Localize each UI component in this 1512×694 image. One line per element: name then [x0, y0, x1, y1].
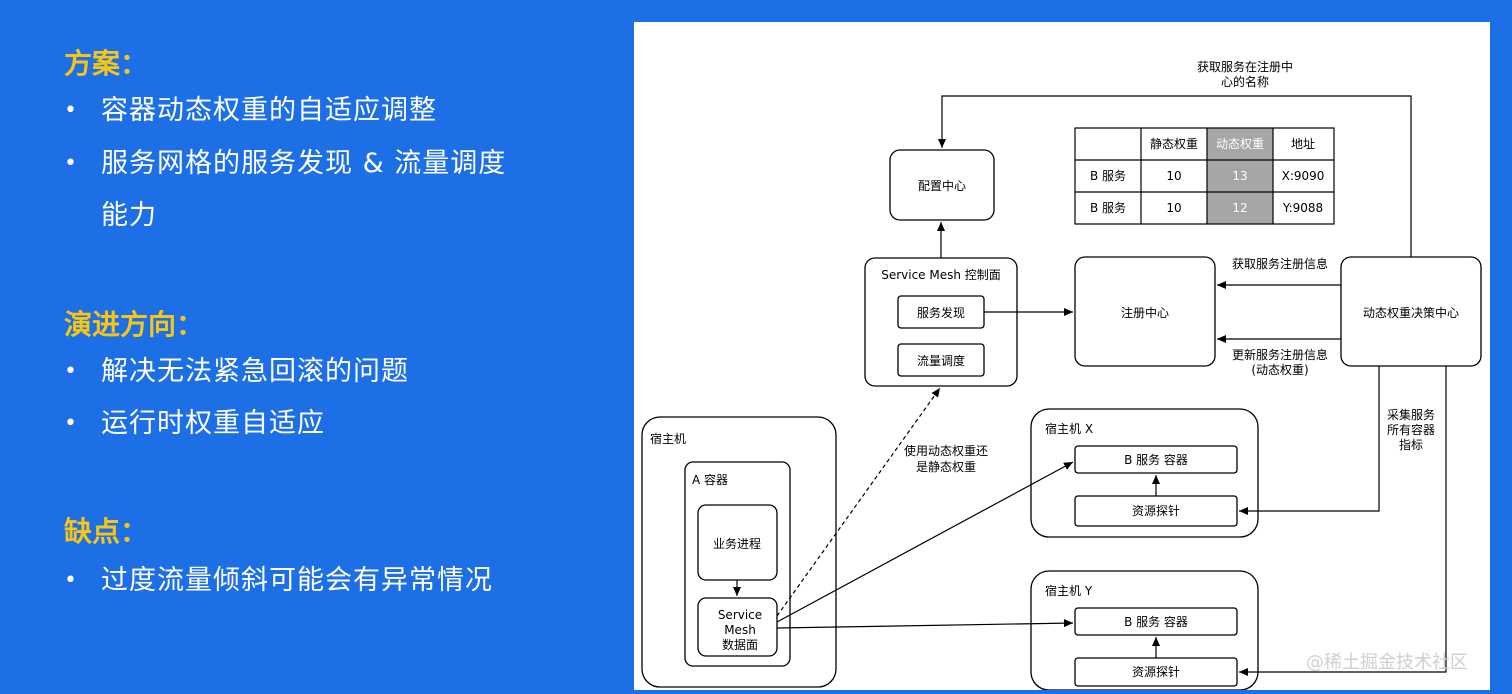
config-center-label: 配置中心	[918, 178, 966, 193]
host-a-title: 宿主机	[650, 431, 686, 446]
config-center-box	[889, 149, 995, 221]
registry-center-box	[1074, 256, 1216, 367]
table-header: 动态权重	[1216, 137, 1264, 151]
data-plane-label: Mesh	[724, 623, 756, 637]
data-plane-box	[697, 597, 778, 657]
business-process-label: 业务进程	[713, 536, 761, 551]
host-x-probe-label: 资源探针	[1132, 503, 1180, 518]
architecture-diagram-panel: 配置中心 Service Mesh 控制面 服务发现 流量调度 注册中心 动态权…	[634, 22, 1490, 691]
table-cell: B 服务	[1090, 200, 1126, 215]
arrow-dataplane-to-y	[776, 619, 1074, 629]
heading-evolution: 演进方向：	[64, 308, 205, 341]
arrow-collect-y	[1239, 366, 1447, 676]
table-cell: 12	[1232, 201, 1247, 215]
label-use-weight: 使用动态权重还	[904, 443, 988, 458]
left-text-panel: 方案： • 容器动态权重的自适应调整 • 服务网格的服务发现 & 流量调度能力 …	[0, 0, 620, 690]
label-collect: 采集服务	[1387, 407, 1435, 422]
host-x-service-label: B 服务 容器	[1124, 452, 1188, 467]
table-cell: 10	[1166, 201, 1181, 215]
control-plane-title: Service Mesh 控制面	[881, 268, 1001, 282]
traffic-scheduling-box	[897, 343, 985, 377]
arrow-dataplane-to-x	[776, 461, 1074, 623]
table-header: 地址	[1291, 137, 1315, 151]
table-header: 静态权重	[1150, 137, 1198, 151]
watermark: @稀土掘金技术社区	[1306, 652, 1468, 673]
arrow-dataplane-to-control	[776, 387, 941, 617]
table-cell: Y:9088	[1282, 201, 1323, 215]
arrow-collect-x	[1239, 366, 1380, 515]
data-plane-label: 数据面	[722, 637, 758, 652]
label-update-registry: 更新服务注册信息	[1232, 347, 1328, 362]
container-a-title: A 容器	[692, 472, 728, 487]
decision-center-label: 动态权重决策中心	[1363, 305, 1459, 320]
heading-plan: 方案：	[64, 47, 149, 80]
host-y-probe-label: 资源探针	[1132, 664, 1180, 679]
label-get-name: 心的名称	[1221, 74, 1269, 89]
table-cell: X:9090	[1282, 169, 1325, 183]
table-cell: 10	[1166, 169, 1181, 183]
table-cell: B 服务	[1090, 168, 1126, 183]
table-cell: 13	[1232, 169, 1247, 183]
host-x-service-box	[1074, 445, 1238, 474]
architecture-diagram: 配置中心 Service Mesh 控制面 服务发现 流量调度 注册中心 动态权…	[641, 59, 1482, 691]
label-collect: 所有容器	[1387, 422, 1435, 437]
registry-center-label: 注册中心	[1121, 305, 1169, 320]
host-x-title: 宿主机 X	[1045, 421, 1093, 436]
host-y-service-box	[1074, 607, 1238, 636]
traffic-scheduling-label: 流量调度	[917, 353, 965, 368]
arrow-decision-to-config	[938, 95, 1412, 257]
label-update-registry: (动态权重)	[1251, 363, 1308, 377]
host-y-service-label: B 服务 容器	[1124, 614, 1188, 629]
label-use-weight: 是静态权重	[916, 460, 976, 474]
label-get-name: 获取服务在注册中	[1197, 59, 1293, 74]
data-plane-label: Service	[718, 608, 762, 622]
service-discovery-label: 服务发现	[917, 305, 965, 320]
host-y-title: 宿主机 Y	[1045, 583, 1093, 598]
label-collect: 指标	[1399, 437, 1423, 452]
weight-table: 静态权重 动态权重 地址 B 服务 10 13 X:9090 B 服务 10 1…	[1074, 127, 1335, 225]
heading-drawbacks: 缺点：	[64, 515, 149, 548]
label-get-registry: 获取服务注册信息	[1232, 256, 1328, 271]
